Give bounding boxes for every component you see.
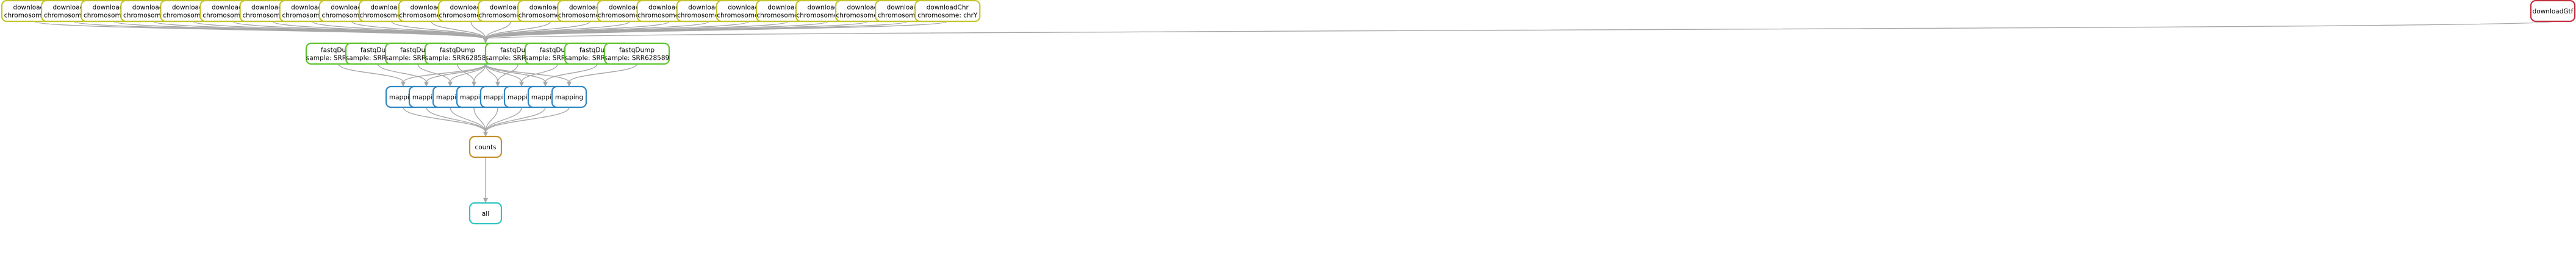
- edge-dl_chr15-to-star: [485, 21, 591, 40]
- node-counts: counts: [468, 135, 503, 158]
- arrowhead-fq_582-to-map_1: [401, 82, 406, 87]
- node-label-fq_585-0: fastqDump: [440, 47, 475, 54]
- edge-fq_587-to-map_6: [521, 63, 558, 83]
- node-box-counts: [468, 135, 503, 158]
- edge-star-to-map_2: [426, 63, 486, 83]
- arrowhead-fq_586-to-map_5: [495, 82, 500, 87]
- edge-star-to-map_3: [450, 63, 486, 83]
- edge-fq_583-to-map_2: [378, 63, 427, 83]
- node-box-all: [468, 202, 503, 225]
- edge-map_6-to-counts: [485, 107, 522, 133]
- edge-dl_gtf-to-star: [485, 21, 2553, 40]
- edge-dl_chr13-to-star: [485, 21, 511, 40]
- edge-fq_588-to-map_7: [545, 63, 598, 83]
- edge-dl_chr11-to-star: [431, 21, 486, 40]
- edge-fq_589-to-map_8: [569, 63, 637, 83]
- edge-star-to-map_1: [403, 63, 486, 83]
- node-map_8: mapping: [551, 85, 587, 108]
- node-label-all-0: all: [482, 210, 489, 218]
- edge-fq_584-to-map_3: [417, 63, 451, 83]
- edge-dl_chr8-to-star: [312, 21, 486, 40]
- arrowhead-fq_587-to-map_6: [519, 82, 524, 87]
- node-box-dl_gtf: [2530, 0, 2576, 23]
- arrowhead-counts-to-all: [483, 198, 488, 203]
- edge-dl_chrY-to-star: [485, 21, 948, 40]
- node-label-dl_chrY-1: chromosome: chrY: [917, 12, 978, 20]
- edge-fq_585-to-map_4: [457, 63, 475, 83]
- node-all: all: [468, 202, 503, 225]
- edge-dl_chr20-to-star: [485, 21, 789, 40]
- node-box-fq_589: [603, 42, 670, 65]
- edge-star-to-map_4: [473, 63, 486, 83]
- node-box-map_8: [551, 85, 587, 108]
- edge-dl_chr14-to-star: [485, 21, 551, 40]
- node-label-map_8-0: mapping: [555, 94, 583, 101]
- edge-map_8-to-counts: [485, 107, 570, 133]
- arrowhead-fq_585-to-map_4: [472, 82, 476, 87]
- node-label-fq_589-1: sample: SRR628589: [605, 55, 669, 62]
- edge-star-to-map_7: [485, 63, 546, 83]
- arrowhead-map_8-to-counts: [483, 132, 488, 137]
- node-box-dl_chrY: [914, 0, 981, 23]
- node-label-dl_chrY-0: downloadChr: [927, 4, 969, 12]
- edge-map_2-to-counts: [426, 107, 486, 133]
- node-label-counts-0: counts: [475, 144, 496, 151]
- arrowhead-fq_588-to-map_7: [543, 82, 548, 87]
- arrowhead-fq_589-to-map_8: [567, 82, 572, 87]
- edge-dl_chr9-to-star: [351, 21, 486, 40]
- edge-star-to-map_6: [485, 63, 522, 83]
- edge-fq_582-to-map_1: [338, 63, 404, 83]
- edge-dl_chr10-to-star: [391, 21, 486, 40]
- edge-star-to-map_8: [485, 63, 570, 83]
- edge-fq_586-to-map_5: [497, 63, 518, 83]
- node-label-dl_gtf-0: downloadGtf: [2533, 8, 2574, 15]
- edge-map_1-to-counts: [403, 107, 486, 133]
- arrowhead-dl_gtf-to-star: [483, 38, 488, 43]
- arrowhead-fq_583-to-map_2: [424, 82, 429, 87]
- arrowhead-fq_584-to-map_3: [448, 82, 453, 87]
- node-label-fq_589-0: fastqDump: [619, 47, 655, 54]
- edge-map_7-to-counts: [485, 107, 546, 133]
- node-dl_gtf: downloadGtf: [2530, 0, 2576, 23]
- edge-map_4-to-counts: [473, 107, 486, 133]
- edge-layer: [34, 21, 2553, 203]
- edge-dl_chr3-to-star: [113, 21, 486, 40]
- node-label-fq_585-1: sample: SRR628585: [425, 55, 490, 62]
- edge-map_3-to-counts: [450, 107, 486, 133]
- edge-dl_chr12-to-star: [470, 21, 486, 40]
